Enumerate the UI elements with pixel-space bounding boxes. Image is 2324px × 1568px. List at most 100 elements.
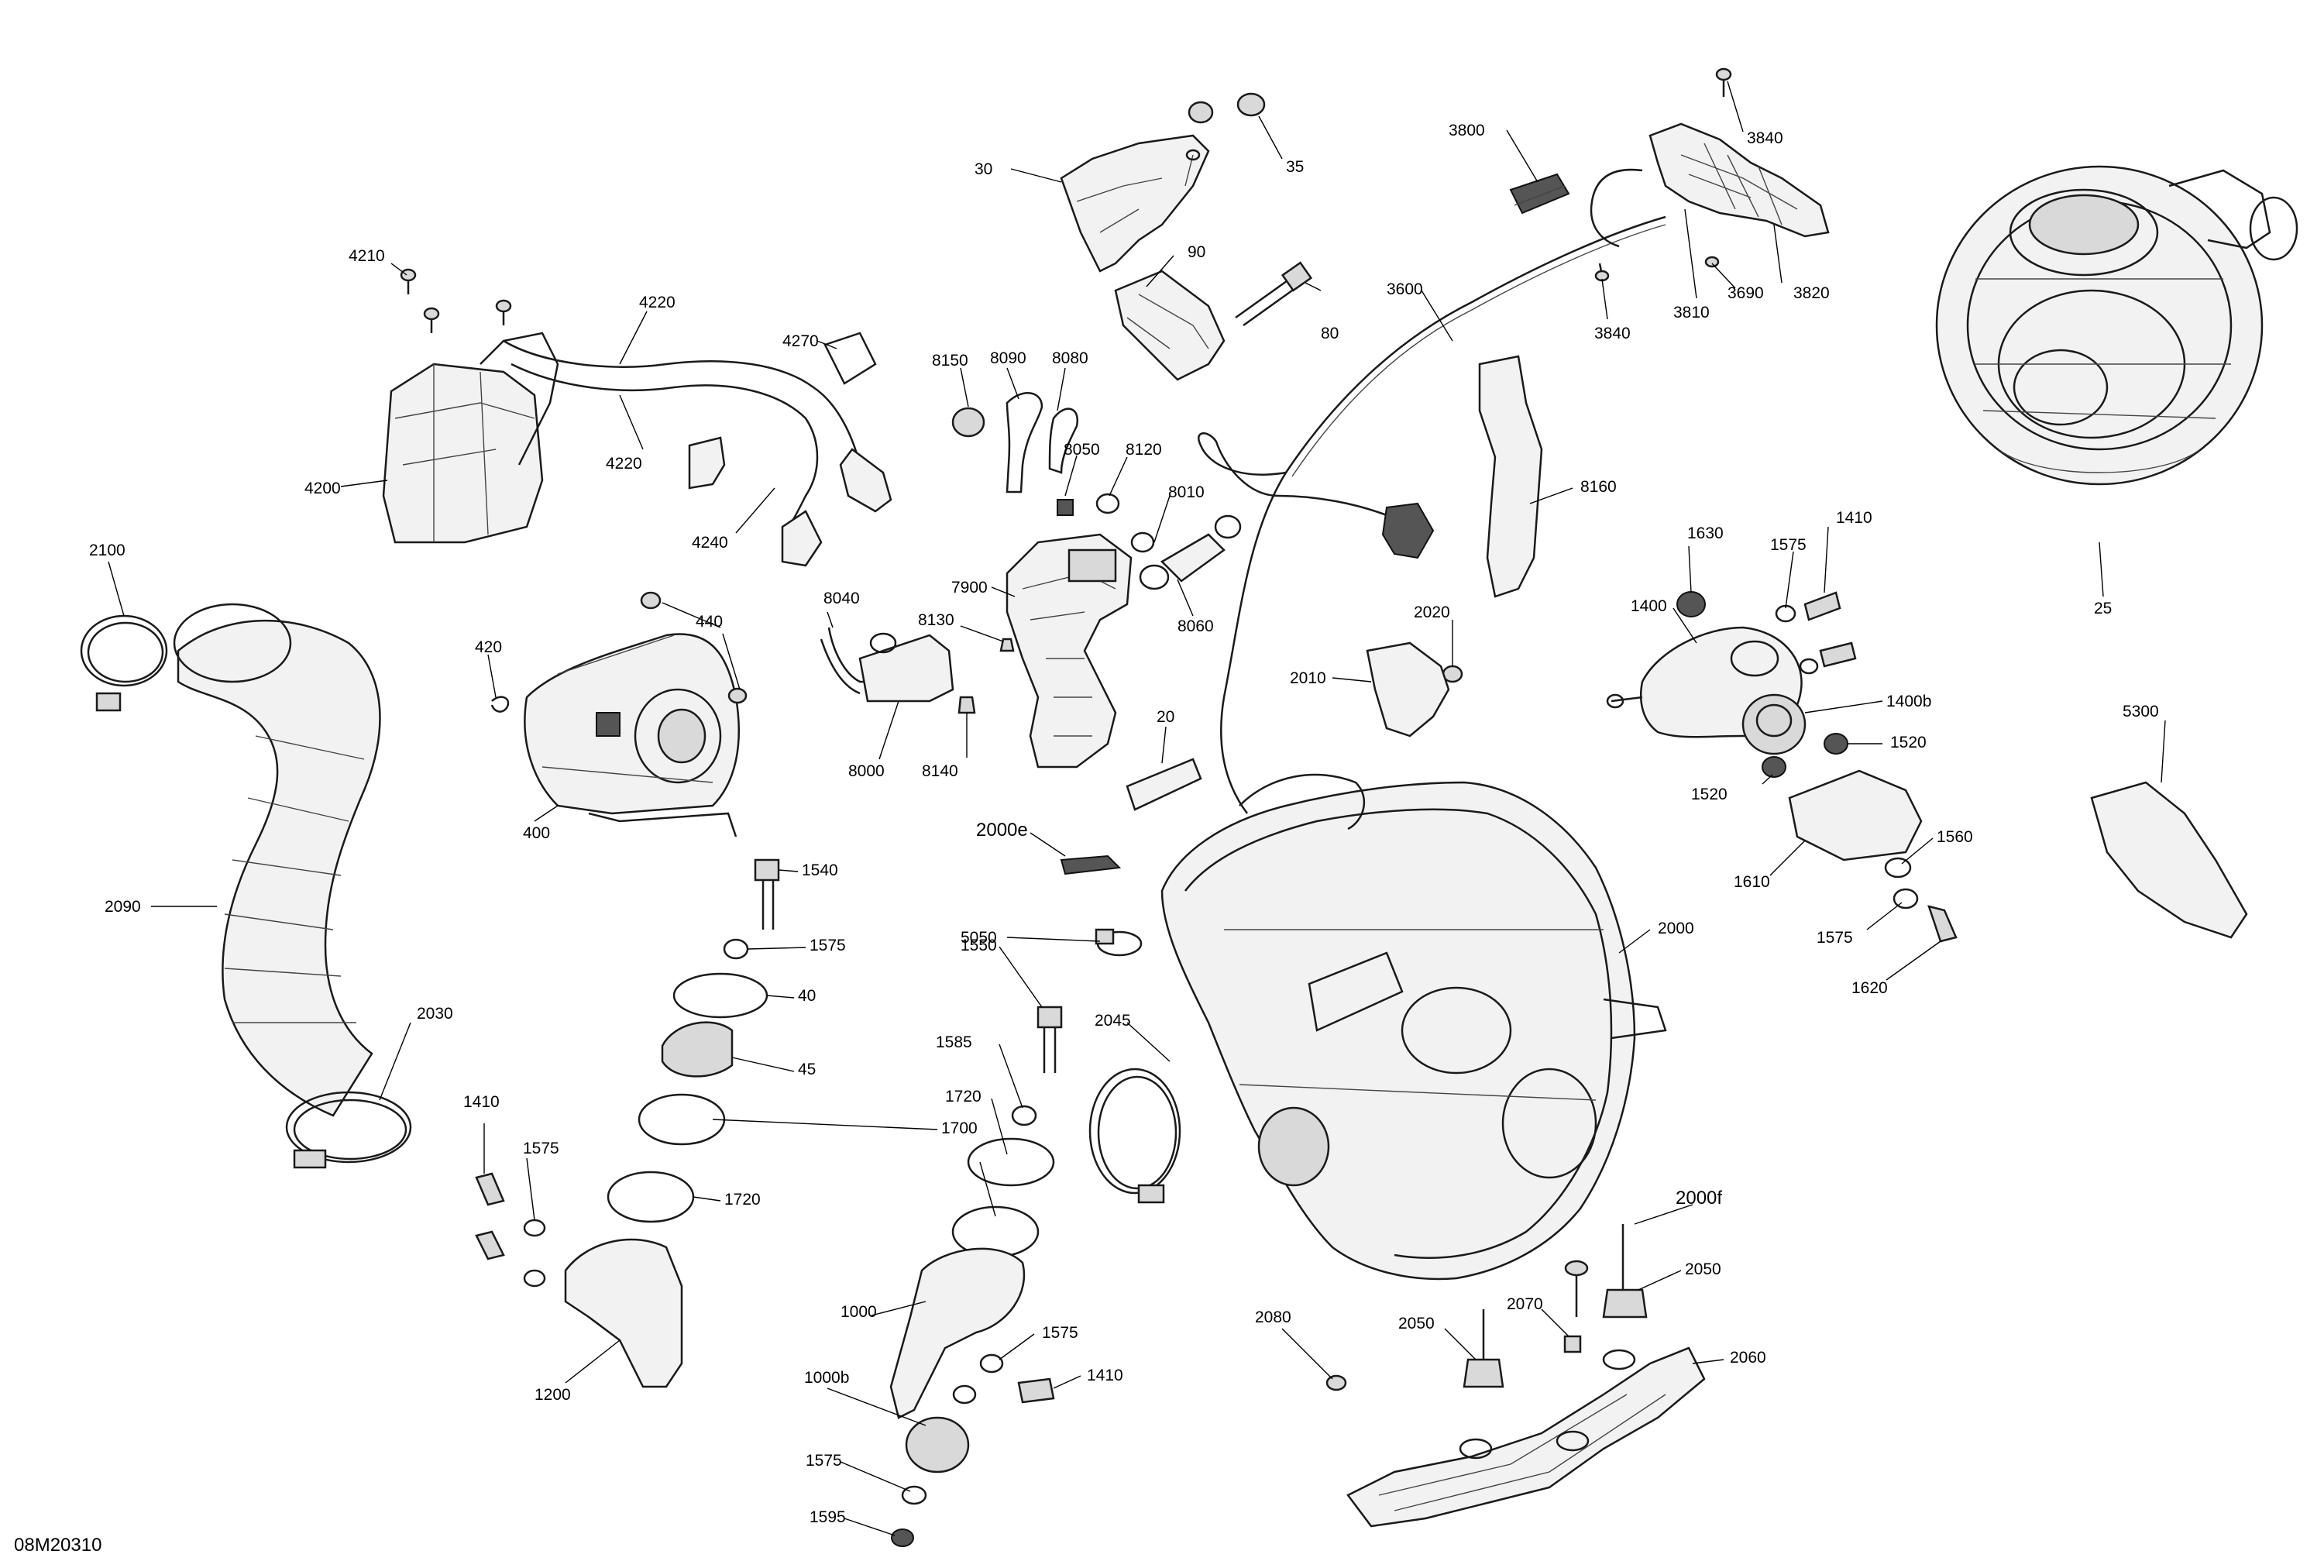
callout-440: 440 [696, 613, 724, 631]
part-8000-solenoid [858, 632, 954, 703]
callout-90: 90 [1188, 243, 1206, 261]
part-45-spacer [661, 1021, 734, 1078]
callout-1575-right: 1575 [1817, 929, 1853, 947]
callout-8000: 8000 [848, 762, 885, 780]
part-1700-mount [967, 1137, 1055, 1187]
callout-30: 30 [975, 160, 993, 178]
part-40-washer [672, 972, 768, 1019]
callout-1560: 1560 [1937, 828, 1973, 846]
leader-lines [108, 81, 2166, 1536]
part-3820-bracket [1648, 122, 1830, 238]
part-1720-mount-b [607, 1171, 695, 1223]
part-1630-nut [1676, 591, 1706, 617]
callout-1410-right: 1410 [1836, 509, 1872, 527]
callout-2060: 2060 [1730, 1349, 1766, 1367]
part-2060-tray [1346, 1346, 1706, 1528]
part-2000e-seal [1060, 854, 1122, 875]
part-1560-washer [1884, 857, 1912, 879]
part-4270-clip [823, 332, 877, 385]
callout-2000f: 2000f [1676, 1188, 1723, 1209]
part-90-bracket [1114, 270, 1226, 381]
callout-7900: 7900 [951, 579, 988, 597]
part-2050-grommet-b [1602, 1224, 1648, 1319]
callout-3840-top: 3840 [1747, 129, 1783, 147]
callout-8160: 8160 [1580, 478, 1617, 496]
callout-3800: 3800 [1449, 122, 1485, 139]
callout-1000: 1000 [841, 1303, 877, 1321]
part-4220-harness [503, 339, 892, 567]
callout-4220-bottom: 4220 [606, 455, 642, 473]
part-1000b-mount [905, 1416, 970, 1473]
part-8040-hose [820, 627, 883, 695]
callout-8090: 8090 [990, 349, 1026, 367]
part-1575-washer-low [901, 1485, 927, 1505]
part-1610-plate [1788, 769, 1923, 861]
callout-1575-top: 1575 [1770, 536, 1807, 554]
part-3840-screw-bottom [1594, 263, 1610, 282]
part-3600-cable [1198, 168, 1666, 814]
part-1550-bolt [1037, 1006, 1063, 1073]
part-1585-washer [1011, 1105, 1037, 1126]
callout-1700: 1700 [941, 1119, 978, 1137]
part-2000-airbox [1160, 773, 1667, 1281]
callout-1400: 1400 [1631, 597, 1667, 615]
part-8010-fitting [1139, 514, 1242, 590]
callout-5300: 5300 [2123, 703, 2159, 720]
part-1520-nut-a [1824, 733, 1848, 755]
part-8140-screw [957, 696, 976, 714]
part-8160-hose [1478, 355, 1543, 598]
callout-20: 20 [1157, 708, 1175, 726]
callout-1575-left: 1575 [523, 1140, 559, 1157]
part-3840-screw-top [1715, 67, 1732, 97]
part-4200-throttle-body [382, 332, 559, 544]
part-1410-bolts-left [475, 1172, 546, 1288]
callout-8060: 8060 [1177, 617, 1214, 635]
callout-4200: 4200 [304, 480, 341, 497]
callout-1410-left: 1410 [463, 1093, 500, 1111]
callout-40: 40 [798, 987, 816, 1005]
callout-1610: 1610 [1734, 873, 1770, 891]
callout-8080: 8080 [1052, 349, 1088, 367]
part-3690-clip [1704, 256, 1720, 268]
callout-400: 400 [523, 824, 551, 842]
part-5300-boot [2090, 781, 2248, 939]
callout-1200: 1200 [535, 1386, 571, 1404]
part-1575-washer-right [1893, 888, 1919, 910]
callout-2050-right: 2050 [1685, 1260, 1721, 1278]
callout-1400b: 1400b [1886, 693, 1932, 710]
callout-1540: 1540 [802, 861, 838, 879]
callout-1520-right: 1520 [1890, 734, 1927, 751]
callout-1550: 1550 [961, 937, 997, 954]
callout-1620: 1620 [1851, 979, 1888, 997]
callout-1720-left: 1720 [724, 1191, 761, 1209]
callout-1720-mid: 1720 [945, 1088, 982, 1106]
part-1575-washer-stack [723, 938, 749, 960]
callout-3690: 3690 [1728, 284, 1764, 302]
callout-1000b: 1000b [804, 1369, 850, 1387]
callout-2010: 2010 [1290, 669, 1326, 687]
part-8050-clip [1057, 499, 1074, 516]
part-2010-sensor [1366, 641, 1450, 738]
callout-1520-left: 1520 [1691, 786, 1728, 803]
part-5050-clamp [1095, 928, 1143, 957]
callout-3820: 3820 [1793, 284, 1830, 302]
callout-4210: 4210 [349, 247, 385, 265]
part-35-screws [1188, 92, 1266, 124]
callout-1575-mid: 1575 [1042, 1324, 1078, 1342]
callout-1630: 1630 [1687, 524, 1724, 542]
callout-8010: 8010 [1168, 483, 1205, 501]
callout-8040: 8040 [823, 590, 860, 607]
part-8120-grommet [1095, 493, 1120, 514]
callout-8130: 8130 [918, 611, 954, 629]
callout-8150: 8150 [932, 352, 968, 370]
part-80-bolt [1235, 261, 1313, 327]
part-20-tube [1126, 758, 1202, 811]
callout-1575-stack: 1575 [810, 937, 846, 954]
callout-2100: 2100 [89, 542, 125, 559]
part-1540-bolt [754, 858, 780, 930]
part-1000-bracket [889, 1247, 1026, 1419]
part-1410-bolt-mid [1017, 1377, 1055, 1404]
part-2090-intake-duct [173, 603, 381, 1117]
